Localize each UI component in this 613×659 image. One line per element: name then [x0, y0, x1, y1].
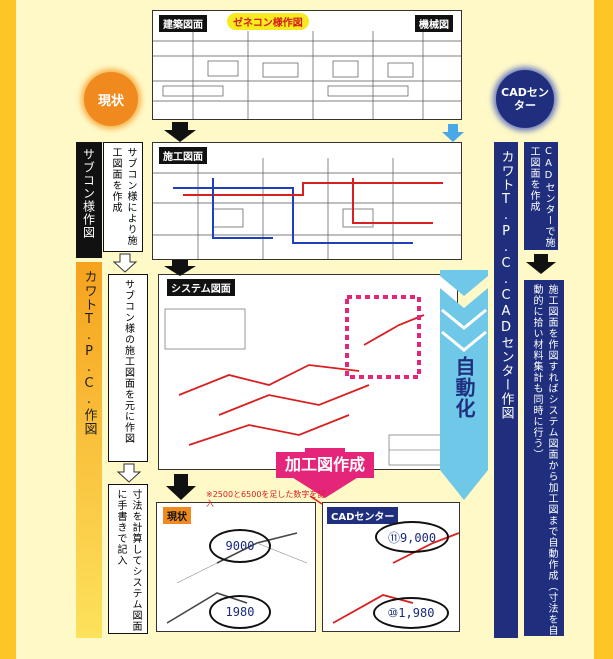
cad-header: カワトT.P.C.CADセンター作図: [494, 142, 518, 638]
automation-arrow: 自動化: [436, 270, 492, 500]
cad-value-top: ⑪9,000: [375, 521, 449, 553]
machine-drawing-tag: 機械図: [415, 15, 453, 32]
cad-step2: 施工図面を作図すればシステム図面から加工図まで自動作成（寸法を自動的に拾い材料集…: [524, 280, 564, 636]
system-drawing-lines: [164, 295, 452, 466]
construction-drawing-lines: [153, 158, 461, 259]
kawato-header: カワトT.P.C.作図: [76, 262, 102, 638]
current-tag: 現状: [163, 507, 191, 524]
cad-center-label: CADセンター: [501, 86, 549, 112]
current-status-circle: 現状: [84, 72, 138, 126]
cad-step1: CADセンターで施工図面を作成: [524, 142, 558, 250]
construction-drawing: 施工図面: [152, 142, 462, 260]
subcon-step1: サブコン様により施工図面を作成: [103, 142, 143, 252]
cad-value-bottom: ⑩1,980: [373, 597, 449, 629]
construction-drawing-tag: 施工図面: [159, 147, 207, 164]
cad-tag: CADセンター: [327, 507, 399, 524]
current-fabrication-drawing: 現状 9000 1980: [156, 502, 316, 632]
system-drawing-tag: システム図面: [167, 279, 235, 296]
kawato-step1: サブコン様の施工図面を元に作図: [108, 274, 148, 462]
hand-value-bottom: 1980: [209, 595, 271, 629]
general-contractor-tag: ゼネコン様作図: [227, 13, 309, 30]
hand-value-top: 9000: [209, 529, 271, 563]
architecture-drawing-lines: [153, 31, 461, 119]
current-status-label: 現状: [97, 93, 124, 109]
architecture-drawing-tag: 建築図面: [159, 15, 207, 32]
architecture-drawing: 建築図面 ゼネコン様作図 機械図: [152, 10, 462, 120]
kawato-step2: 寸法を計算してシステム図面に手書きで記入: [108, 484, 148, 634]
subcon-header: サブコン様作図: [76, 142, 102, 258]
cad-center-circle: CADセンター: [496, 70, 554, 128]
fabrication-label: 加工図作成: [276, 452, 374, 478]
system-drawing: システム図面: [158, 274, 458, 470]
automation-label: 自動化: [452, 356, 476, 419]
cad-fabrication-drawing: CADセンター ⑪9,000 ⑩1,980: [322, 502, 460, 632]
hand-note: ※2500と6500を足した数字を記入: [206, 490, 326, 508]
